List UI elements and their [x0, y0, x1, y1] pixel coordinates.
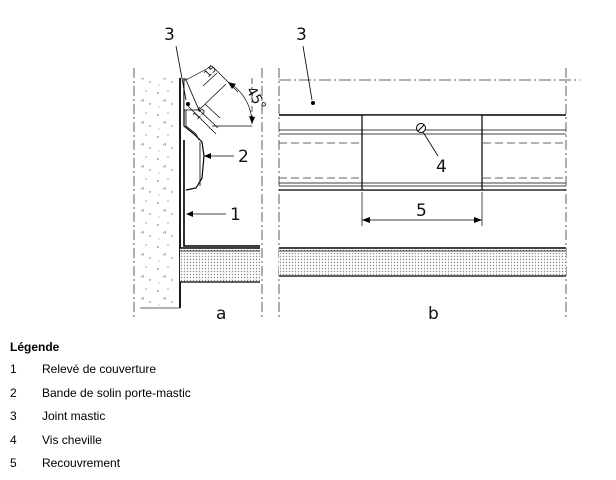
legend-item-text: Joint mastic	[42, 409, 106, 423]
legend-item-number: 2	[10, 385, 17, 400]
panel-b-label: b	[428, 304, 439, 324]
legend: Légende 1 Relevé de couverture 2 Bande d…	[10, 340, 610, 480]
callout-b-4: 4	[436, 157, 447, 177]
legend-item-number: 4	[10, 432, 17, 447]
mastic-joint	[183, 79, 200, 111]
legend-item: 4 Vis cheville	[10, 433, 610, 457]
legend-item-number: 3	[10, 409, 17, 423]
legend-item: 1 Relevé de couverture	[10, 362, 610, 386]
legend-item-text: Relevé de couverture	[42, 362, 157, 376]
legend-item: 2 Bande de solin porte-mastic	[10, 386, 610, 410]
panel-a: 15 15 45° 3 2 1 a	[133, 25, 269, 324]
legend-item: 3 Joint mastic	[10, 409, 610, 433]
roof-upstand	[183, 140, 260, 247]
callout-b-5: 5	[416, 201, 427, 221]
dimension-lines	[185, 65, 255, 135]
technical-drawing: 15 15 45° 3 2 1 a	[133, 25, 580, 324]
legend-item: 5 Recouvrement	[10, 456, 610, 480]
angle-label: 45°	[243, 84, 269, 114]
dimension-label-upper: 15	[202, 63, 219, 80]
insulation-layer	[180, 248, 260, 282]
legend-item-text: Bande de solin porte-mastic	[42, 385, 191, 400]
legend-item-number: 5	[10, 456, 17, 470]
flashing-strip	[183, 78, 205, 191]
callout-a-1: 1	[230, 205, 241, 225]
legend-item-text: Vis cheville	[42, 432, 102, 447]
panel-b: 3 4 5 b	[278, 25, 580, 324]
panel-a-label: a	[216, 304, 226, 324]
callout-b-3: 3	[296, 25, 307, 45]
insulation-layer-b	[279, 248, 566, 276]
legend-item-number: 1	[10, 362, 17, 376]
concrete-wall	[140, 78, 180, 308]
callout-a-3: 3	[164, 25, 175, 45]
legend-item-text: Recouvrement	[42, 456, 121, 470]
legend-title: Légende	[10, 340, 60, 354]
callout-a-2: 2	[238, 147, 249, 167]
